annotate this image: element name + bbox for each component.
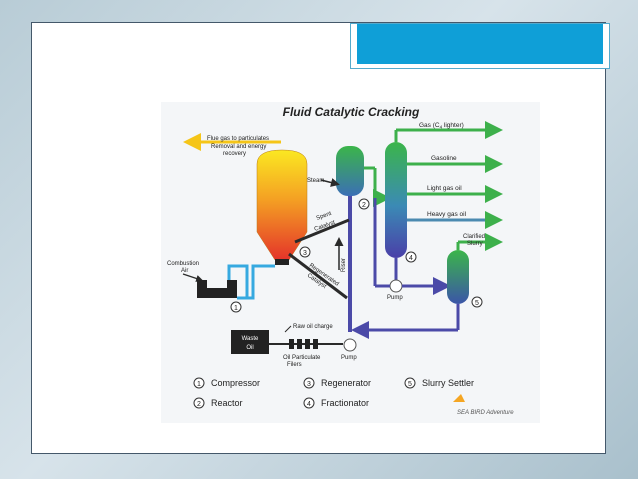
gasoline-label: Gasoline [431,155,457,162]
removal-label: Removal and energy [211,144,266,150]
legend-item-compressor: 1 Compressor [193,377,260,389]
regenerator-vessel [256,149,308,261]
legend-item-regenerator: 3 Regenerator [303,377,371,389]
marker-1: 1 [230,301,242,313]
recovery-label: recovery [223,151,246,157]
svg-text:4: 4 [307,401,311,408]
air-inlet-line [182,273,204,282]
svg-text:SEA BIRD Adventure: SEA BIRD Adventure [457,410,514,416]
air-label: Air [181,268,188,274]
svg-text:3: 3 [303,250,307,257]
svg-text:4: 4 [409,255,413,262]
legend-item-slurry-settler: 5 Slurry Settler [404,377,474,389]
fcc-diagram: Fluid Catalytic Cracking Flue gas to par… [161,102,540,423]
sea-bird-logo: SEA BIRD Adventure [453,394,514,416]
compressor-air-line-outer [227,264,249,298]
compressor-box [197,280,237,298]
spent-catalyst-line [294,218,350,244]
legend-item-reactor: 2 Reactor [193,397,243,409]
oil-particulate-filters [289,339,318,349]
slide-frame: Fluid Catalytic Cracking Flue gas to par… [31,22,610,454]
marker-4: 4 [405,251,417,263]
raw-oil-label: Raw oil charge [293,324,333,330]
clarified-label-1: Clarified [463,234,485,240]
filters-label-2: Filers [287,362,302,368]
light-gas-oil-label: Light gas oil [427,185,462,192]
fractionator-vessel [385,142,407,258]
compressor-air-line [237,264,275,300]
title-bar [357,24,603,64]
combustion-label: Combustion [167,261,199,267]
raw-oil-arrow [284,325,292,333]
feed-pump-label: Pump [341,355,357,361]
svg-text:Compressor: Compressor [211,378,260,388]
legend: 1 Compressor 3 Regenerator 5 Slurry Settler… [193,377,474,409]
waste-label-2: Oil [246,345,253,351]
svg-text:Regenerator: Regenerator [321,378,371,388]
svg-text:Slurry Settler: Slurry Settler [422,378,474,388]
svg-text:1: 1 [234,305,238,312]
svg-text:5: 5 [475,300,479,307]
feed-pump [343,338,357,352]
filters-label-1: Oil Particulate [283,355,321,361]
riser-label: Riser [341,258,347,272]
marker-5: 5 [471,296,483,308]
regenerated-catalyst-line [288,252,348,300]
reactor-vessel [336,146,364,196]
svg-text:Reactor: Reactor [211,398,243,408]
spent-label-1: Spent [316,211,333,222]
flue-gas-label: Flue gas to particulates [207,136,269,142]
regenerator-outlet [275,259,289,265]
slurry-settler-vessel [447,250,469,304]
diagram-title: Fluid Catalytic Cracking [283,105,420,119]
title-placeholder [350,23,610,69]
steam-arrow [320,178,340,187]
marker-2: 2 [358,198,370,210]
svg-text:1: 1 [197,381,201,388]
frac-pump [389,279,403,293]
svg-text:5: 5 [408,381,412,388]
heavy-gas-oil-label: Heavy gas oil [427,211,467,218]
waste-label-1: Waste [242,336,259,342]
gas-label: Gas (C4 lighter) [419,122,464,130]
svg-text:2: 2 [362,202,366,209]
svg-text:3: 3 [307,381,311,388]
clarified-label-2: Slurry [467,241,483,247]
steam-label: Steam [307,178,324,184]
frac-pump-label: Pump [387,295,403,301]
legend-item-fractionator: 4 Fractionator [303,397,369,409]
waste-oil-box [231,330,269,354]
svg-text:2: 2 [197,401,201,408]
svg-text:Fractionator: Fractionator [321,398,369,408]
marker-3: 3 [299,246,311,258]
